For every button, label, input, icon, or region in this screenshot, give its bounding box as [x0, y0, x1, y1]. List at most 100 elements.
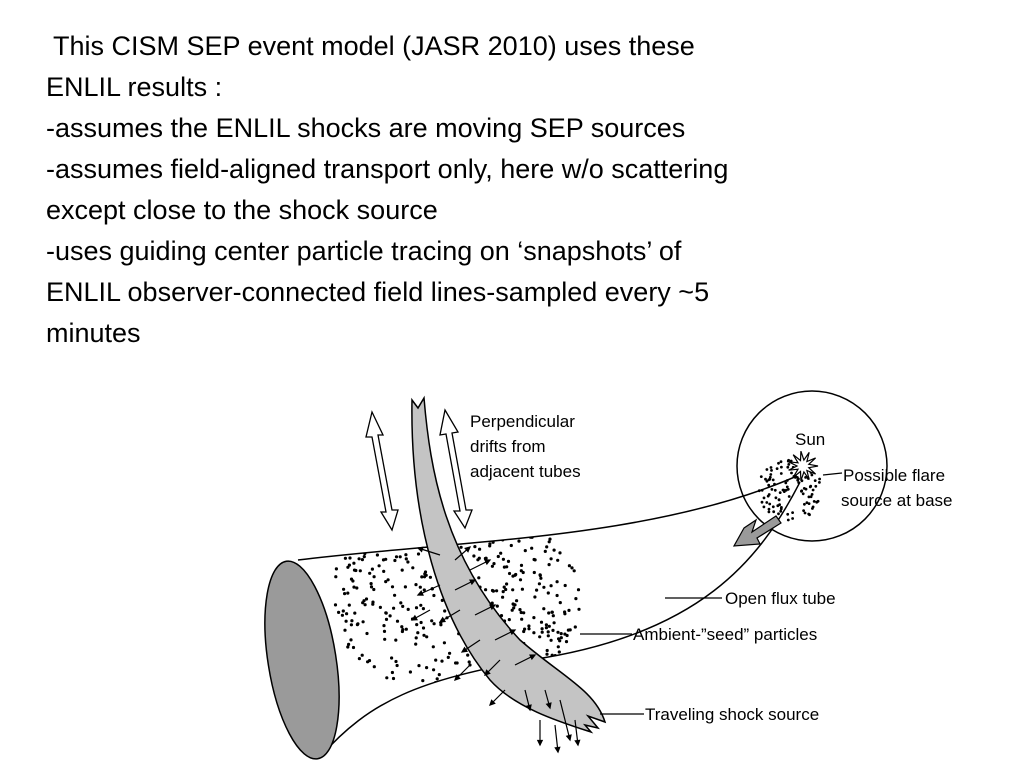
- seed-particle: [344, 619, 348, 623]
- sun-particle: [781, 488, 785, 492]
- seed-particle: [353, 611, 357, 615]
- seed-particle: [517, 532, 521, 537]
- seed-particle: [401, 604, 405, 609]
- seed-particle: [419, 603, 423, 607]
- seed-particle: [395, 619, 400, 623]
- seed-particle: [364, 597, 369, 601]
- seed-particle: [428, 575, 432, 579]
- seed-particle: [346, 645, 350, 649]
- sun-particle: [802, 509, 805, 512]
- seed-particle: [559, 636, 563, 640]
- seed-particle: [517, 539, 521, 543]
- sun-particle: [777, 498, 781, 501]
- sun-particle: [774, 496, 778, 500]
- seed-particle: [420, 575, 424, 579]
- seed-particle: [382, 523, 386, 527]
- text-line: -assumes field-aligned transport only, h…: [46, 154, 729, 184]
- seed-particle: [523, 627, 527, 631]
- seed-particle: [382, 523, 387, 528]
- seed-particle: [355, 586, 359, 590]
- seed-particle: [382, 569, 386, 574]
- seed-particle: [340, 613, 344, 617]
- flux-tube-upper-edge: [297, 475, 798, 561]
- seed-particle: [572, 569, 576, 573]
- sun-particle: [815, 500, 819, 504]
- seed-particle: [376, 537, 380, 541]
- seed-particle: [377, 524, 381, 529]
- seed-particle: [483, 677, 487, 681]
- seed-particle: [435, 677, 439, 681]
- sun-particle: [812, 500, 816, 503]
- seed-particle: [547, 611, 551, 615]
- particle-arrow-head: [545, 702, 552, 710]
- seed-particle: [499, 551, 503, 555]
- seed-particle: [511, 588, 515, 592]
- text-line: -assumes the ENLIL shocks are moving SEP…: [46, 113, 686, 143]
- seed-particle: [414, 642, 418, 646]
- seed-particle: [334, 575, 338, 579]
- label-seed-particles: Ambient-”seed” particles: [633, 625, 817, 644]
- seed-particle: [384, 611, 388, 615]
- seed-particle: [422, 588, 426, 592]
- seed-particle: [563, 583, 567, 588]
- seed-particle: [518, 608, 522, 612]
- seed-particle: [568, 628, 572, 632]
- seed-particle: [556, 630, 560, 634]
- particle-arrow-head: [489, 604, 497, 611]
- seed-particle: [371, 600, 375, 604]
- seed-particle: [507, 571, 512, 576]
- particle-arrow-head: [489, 699, 496, 706]
- particle-arrow-head: [565, 734, 572, 742]
- seed-particle: [442, 641, 446, 645]
- seed-particle: [576, 588, 581, 592]
- sun-particle: [801, 492, 805, 496]
- sun-particle: [809, 484, 813, 488]
- seed-particle: [432, 668, 436, 672]
- seed-particle: [375, 531, 379, 535]
- sun-particle: [770, 488, 774, 491]
- seed-particle: [350, 619, 354, 623]
- seed-particle: [447, 680, 451, 685]
- seed-particle: [446, 681, 450, 685]
- seed-particle: [555, 580, 559, 584]
- sun-particle: [767, 507, 771, 511]
- seed-particle: [399, 601, 403, 605]
- seed-particle: [393, 593, 397, 597]
- seed-particle: [549, 557, 553, 561]
- seed-particle: [459, 545, 463, 549]
- particle-arrow-head: [454, 674, 461, 681]
- seed-particle: [558, 551, 562, 555]
- seed-particle: [559, 632, 563, 636]
- seed-particle: [522, 611, 526, 615]
- sun-particle: [762, 505, 766, 509]
- seed-particle: [537, 582, 542, 586]
- sun-particle: [773, 488, 777, 492]
- seed-particle: [458, 538, 462, 542]
- seed-particle: [403, 585, 407, 589]
- seed-particle: [545, 648, 549, 653]
- seed-particle: [333, 603, 338, 607]
- seed-particle: [393, 545, 397, 549]
- seed-particle: [372, 587, 376, 592]
- seed-particle: [522, 629, 526, 634]
- seed-particle: [355, 623, 359, 627]
- sun-particle: [811, 488, 815, 492]
- seed-particle: [500, 525, 504, 530]
- sun-particle: [808, 513, 811, 517]
- seed-particle: [406, 560, 410, 564]
- seed-particle: [448, 651, 452, 655]
- seed-particle: [390, 585, 395, 589]
- seed-particle: [400, 568, 404, 572]
- seed-particle: [388, 614, 392, 618]
- seed-particle: [390, 656, 394, 660]
- seed-particle: [411, 566, 415, 570]
- seed-particle: [377, 564, 381, 568]
- seed-particle: [520, 587, 525, 591]
- sun-particle: [811, 505, 815, 509]
- seed-particle: [557, 650, 561, 654]
- seed-particle: [484, 588, 488, 592]
- seed-particle: [395, 663, 399, 668]
- sun-particle: [810, 473, 814, 477]
- seed-particle: [440, 659, 444, 663]
- sun-particle: [804, 476, 807, 479]
